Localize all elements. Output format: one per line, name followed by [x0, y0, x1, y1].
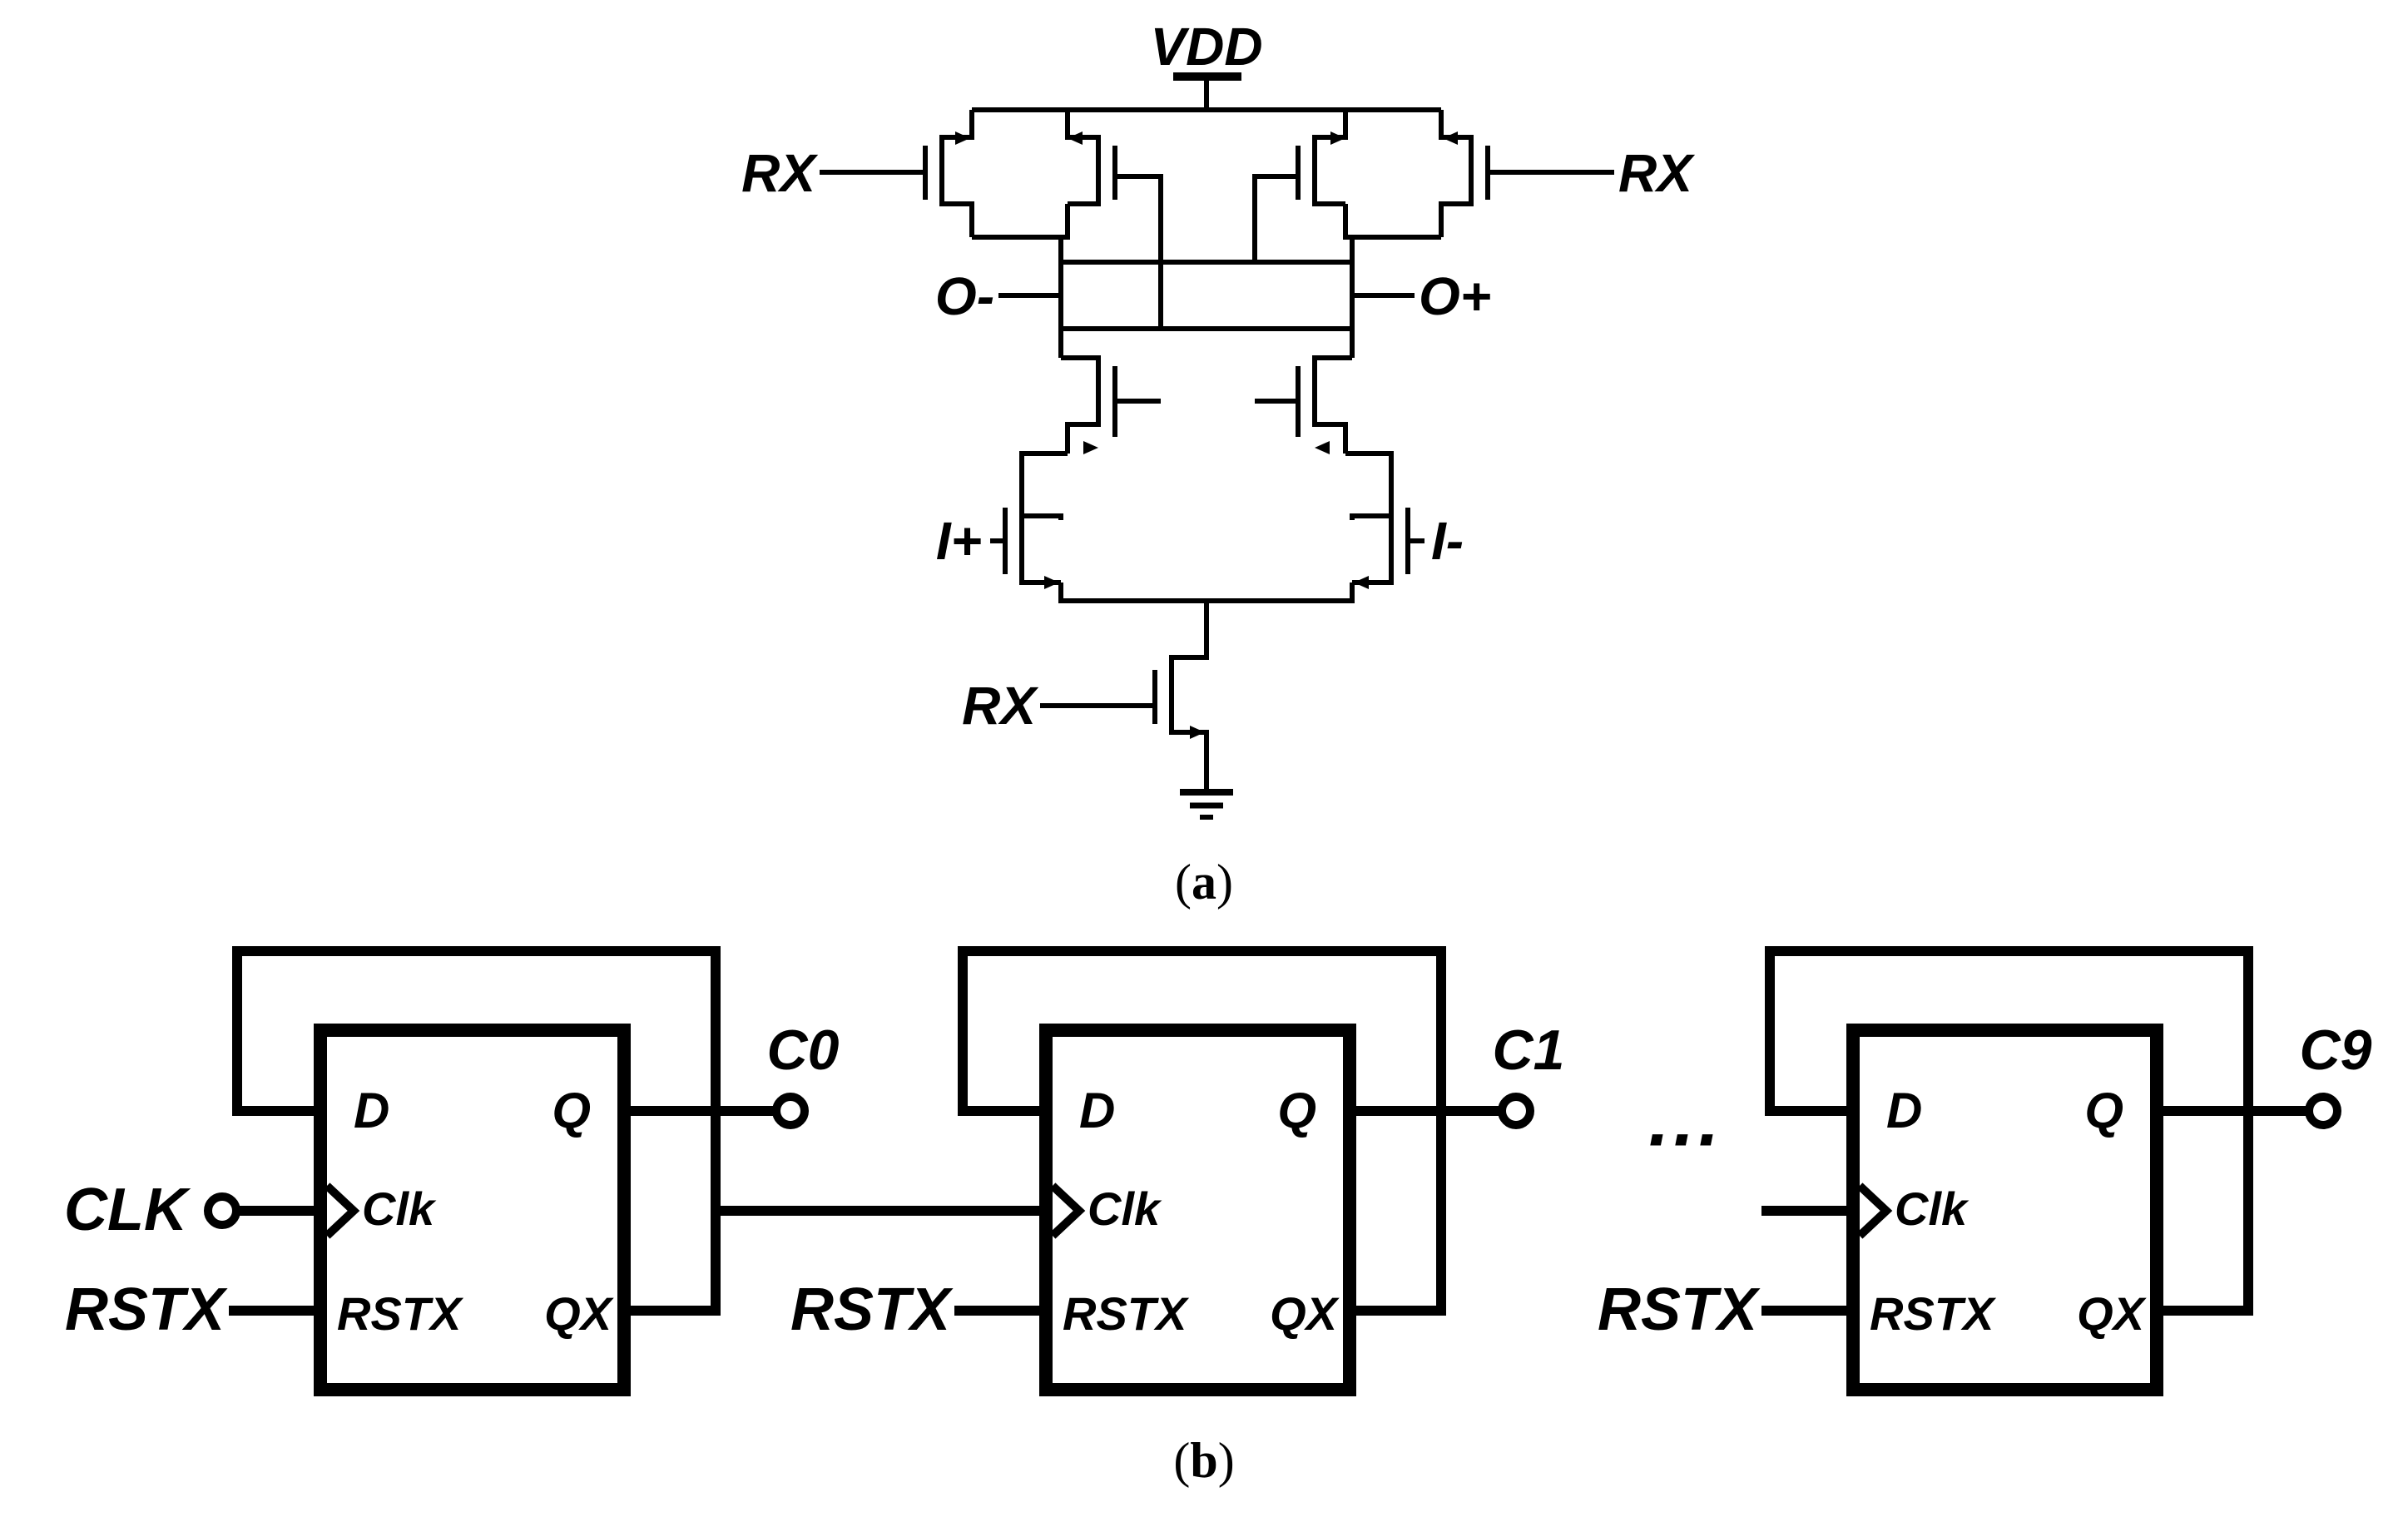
pmos-arrow-icon [1330, 131, 1345, 145]
feedback-loop [232, 946, 721, 1316]
nmos-cc-right-channel [1312, 355, 1352, 454]
output-label: C0 [767, 1019, 840, 1082]
qx-pin-label: QX [544, 1287, 615, 1340]
caption-b-letter: b [1190, 1433, 1217, 1488]
caption-a-close: ) [1216, 855, 1233, 910]
pmos-arrow-icon [1068, 131, 1083, 145]
nmos-arrow-icon [1354, 576, 1369, 589]
output-terminal-icon [1498, 1093, 1534, 1129]
caption-a: (a) [1175, 855, 1233, 910]
pmos-cc-left-channel [1065, 110, 1101, 206]
q-pin-label: Q [552, 1083, 591, 1138]
clock-triangle-icon [1049, 1182, 1086, 1239]
pmos-cc-right-channel [1312, 110, 1348, 206]
i-minus-label: I- [1431, 511, 1464, 571]
qx-pin-label: QX [1270, 1287, 1340, 1340]
caption-b-open: ( [1173, 1433, 1190, 1488]
clk-pin-label: Clk [362, 1182, 437, 1235]
d-pin-label: D [1886, 1083, 1922, 1138]
clock-triangle-icon [324, 1182, 360, 1239]
o-minus-label: O- [935, 266, 994, 326]
nmos-arrow-icon [1083, 441, 1098, 454]
nmos-tail-channel [1169, 601, 1209, 770]
vdd-label: VDD [1150, 17, 1262, 77]
rx-right-label: RX [1618, 143, 1695, 203]
reset-input-label: RSTX [1598, 1277, 1761, 1343]
nmos-in-left-channel [1019, 499, 1061, 585]
output-label: C9 [2300, 1019, 2372, 1082]
pmos-cc-left-gate-wire [1115, 174, 1253, 331]
caption-b: (b) [1173, 1433, 1234, 1488]
caption-a-open: ( [1175, 855, 1192, 910]
i-plus-label: I+ [936, 511, 982, 571]
feedback-loop [958, 946, 1446, 1316]
nmos-in-right-top [1345, 451, 1394, 520]
rx-left-label: RX [741, 143, 818, 203]
nmos-in-left-top [1019, 451, 1068, 520]
rstx-pin-label: RSTX [1063, 1287, 1190, 1340]
output-terminal-icon [772, 1093, 809, 1129]
reset-input-label: RSTX [65, 1277, 228, 1343]
d-pin-label: D [354, 1083, 389, 1138]
nmos-arrow-icon [1190, 726, 1205, 739]
o-plus-label: O+ [1419, 266, 1491, 326]
output-terminal-icon [2305, 1093, 2341, 1129]
q-pin-label: Q [1277, 1083, 1316, 1138]
rstx-pin-label: RSTX [337, 1287, 464, 1340]
pmos-rx-left-channel [939, 110, 974, 237]
rstx-pin-label: RSTX [1870, 1287, 1997, 1340]
d-pin-label: D [1079, 1083, 1115, 1138]
node-o-plus-top [1343, 204, 1441, 240]
clk-pin-label: Clk [1088, 1182, 1162, 1235]
clock-terminal-icon [204, 1192, 240, 1229]
output-label: C1 [1493, 1019, 1565, 1082]
clk-pin-label: Clk [1895, 1182, 1970, 1235]
latch-comparator-schematic: VDD O- O+ I+ I- RX RX RX (a) [741, 17, 1695, 910]
caption-a-letter: a [1192, 855, 1216, 910]
nmos-in-right-channel [1352, 499, 1394, 585]
clock-input-label: CLK [64, 1177, 191, 1243]
tail-node [1058, 583, 1355, 603]
ellipsis-label: ··· [1643, 1098, 1718, 1182]
node-o-minus-top [972, 204, 1070, 240]
pmos-rx-right-channel [1439, 110, 1474, 237]
pmos-arrow-icon [955, 131, 970, 145]
nmos-arrow-icon [1044, 576, 1059, 589]
caption-b-close: ) [1218, 1433, 1235, 1488]
qx-pin-label: QX [2077, 1287, 2148, 1340]
q-pin-label: Q [2084, 1083, 2123, 1138]
nmos-cc-left-channel [1061, 355, 1101, 454]
clock-triangle-icon [1856, 1182, 1893, 1239]
rx-tail-label: RX [962, 676, 1038, 736]
pmos-cc-right-gate-wire [1161, 174, 1298, 265]
nmos-arrow-icon [1315, 441, 1330, 454]
feedback-loop [1765, 946, 2253, 1316]
pmos-arrow-icon [1443, 131, 1458, 145]
reset-input-label: RSTX [790, 1277, 954, 1343]
